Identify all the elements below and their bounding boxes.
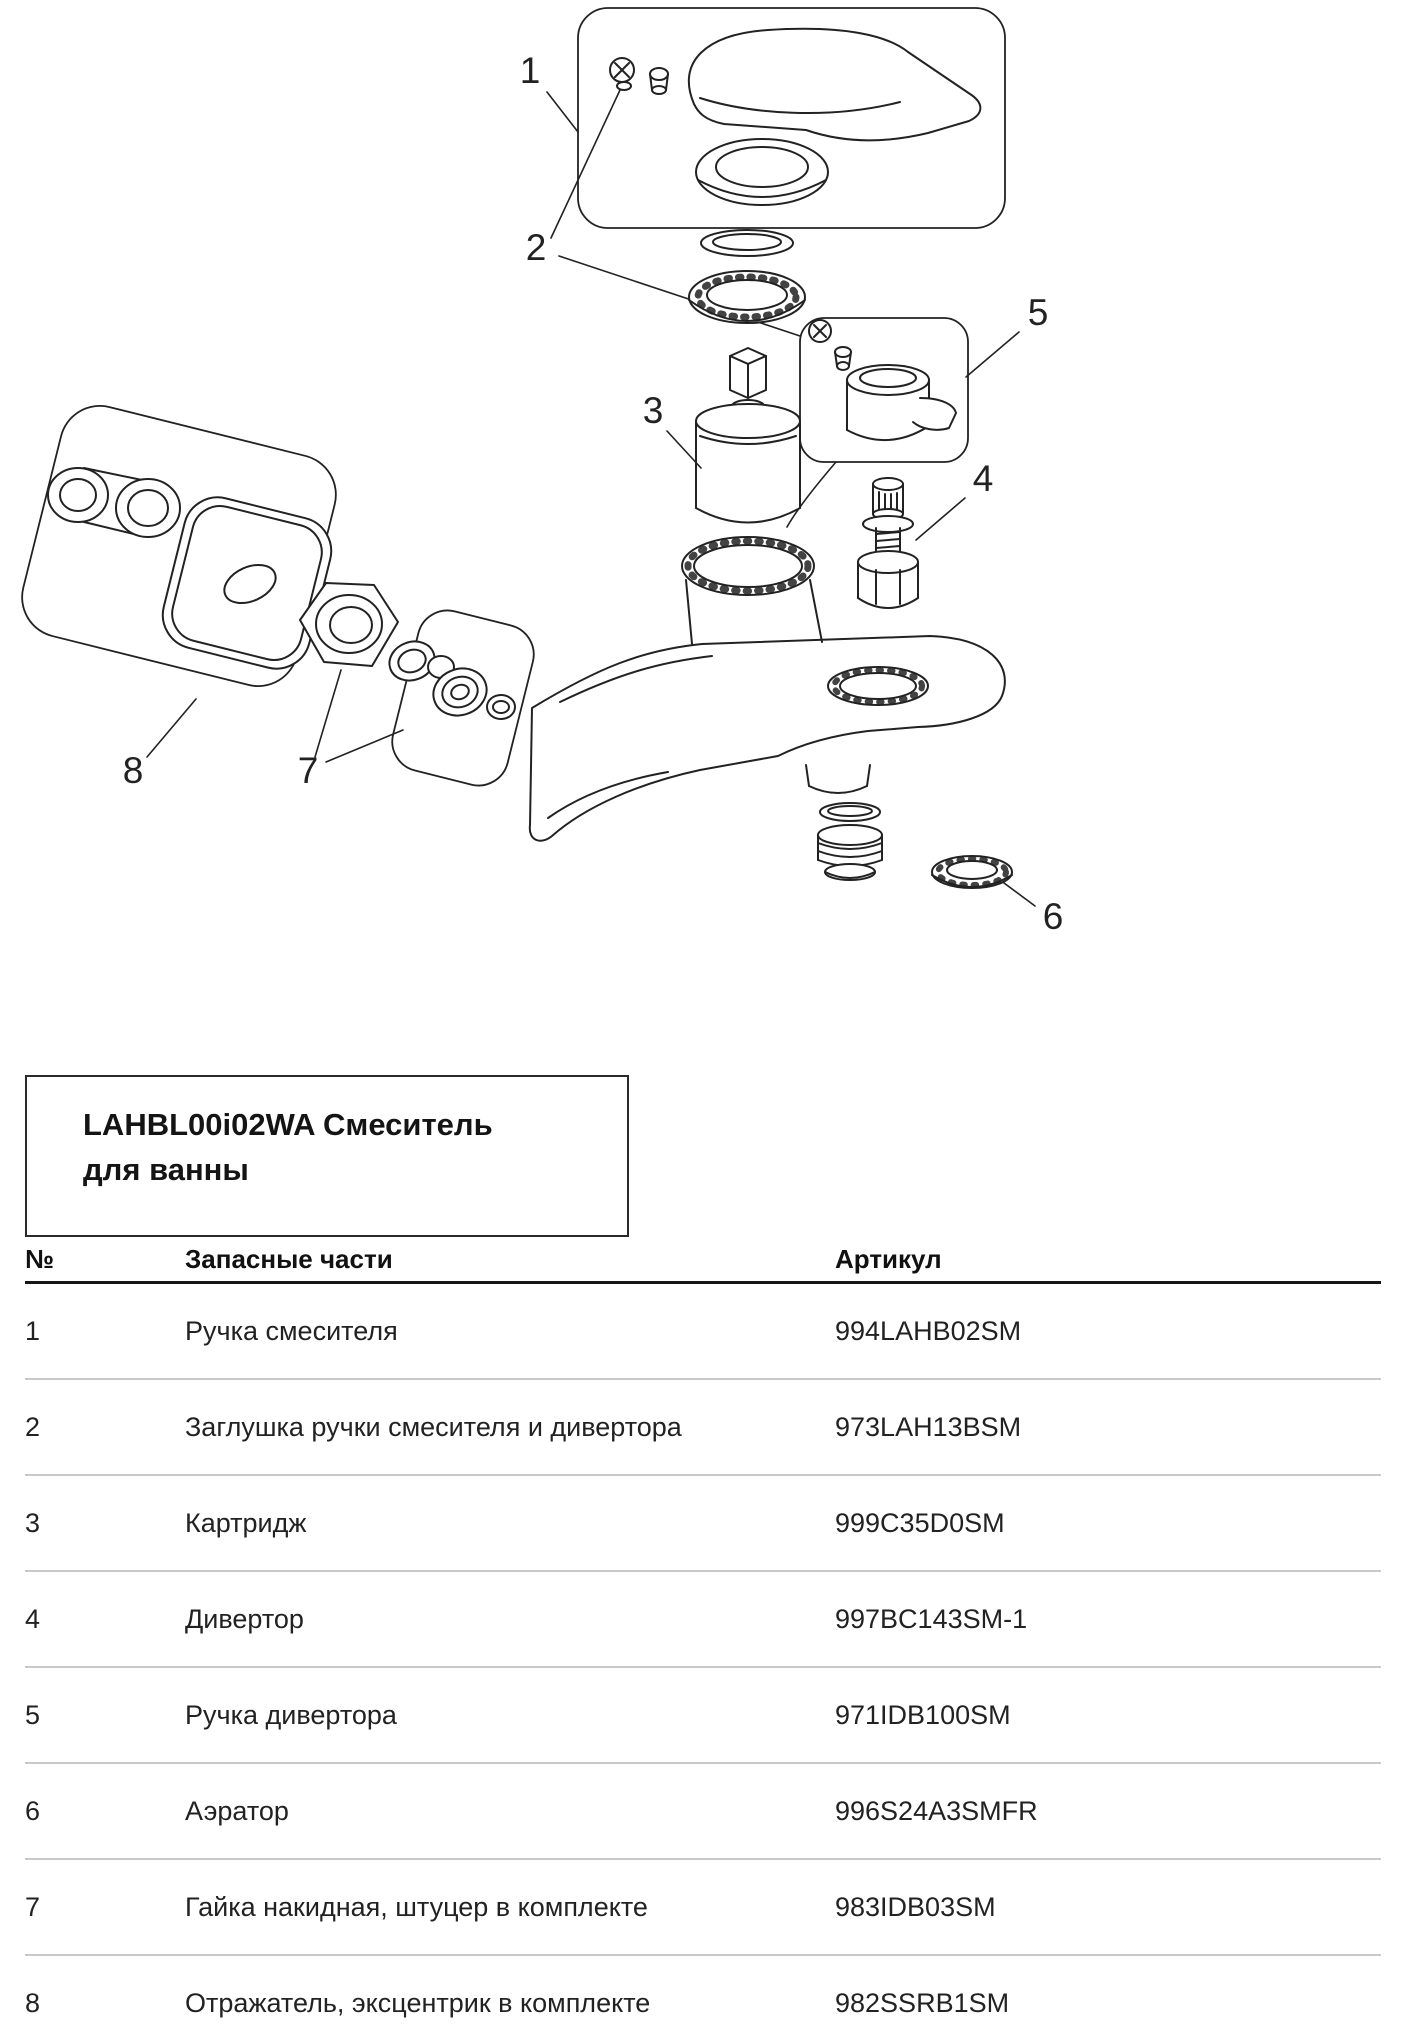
faucet-body xyxy=(528,536,1006,842)
col-header-article: Артикул xyxy=(835,1237,1381,1284)
cell-part: Аэратор xyxy=(185,1763,835,1860)
cell-num: 4 xyxy=(25,1571,185,1668)
cell-part: Гайка накидная, штуцер в комплекте xyxy=(185,1859,835,1956)
union-nut-icon xyxy=(299,582,399,667)
eccentric-icon xyxy=(47,467,181,538)
callout-5: 5 xyxy=(1028,292,1049,333)
cell-part: Ручка дивертора xyxy=(185,1667,835,1764)
table-row: 7 Гайка накидная, штуцер в комплекте 983… xyxy=(25,1859,1381,1956)
cell-num: 1 xyxy=(25,1282,185,1380)
group-box-diverter-handle xyxy=(799,317,969,463)
exploded-view-diagram: 1 2 3 4 5 6 7 8 xyxy=(21,7,1064,937)
group-box-fitting xyxy=(391,609,535,787)
handle-plug-icon xyxy=(649,67,669,95)
cell-article: 982SSRB1SM xyxy=(835,1955,1381,2037)
cell-num: 6 xyxy=(25,1763,185,1860)
mounting-nut-icon xyxy=(688,270,806,324)
cell-article: 994LAHB02SM xyxy=(835,1282,1381,1380)
callouts: 1 2 3 4 5 6 7 8 xyxy=(123,50,1064,937)
washer-icon xyxy=(388,640,436,682)
table-row: 4 Дивертор 997BC143SM-1 xyxy=(25,1571,1381,1668)
table-row: 6 Аэратор 996S24A3SMFR xyxy=(25,1763,1381,1860)
callout-4: 4 xyxy=(973,458,994,499)
parts-info-section: LAHBL00i02WA Смеситель для ванны № Запас… xyxy=(25,1075,1381,2037)
aerator-icon xyxy=(931,855,1013,889)
handle-dome-icon xyxy=(695,138,829,206)
outlet-o-ring-icon xyxy=(819,802,881,822)
handle-screw-icon xyxy=(609,57,635,91)
callout-1: 1 xyxy=(520,50,541,91)
diverter-plug-icon xyxy=(834,346,852,371)
callout-7: 7 xyxy=(298,750,319,791)
table-row: 8 Отражатель, эксцентрик в комплекте 982… xyxy=(25,1955,1381,2037)
cartridge-icon xyxy=(695,347,801,524)
cell-num: 2 xyxy=(25,1379,185,1476)
cell-part: Заглушка ручки смесителя и дивертора xyxy=(185,1379,835,1476)
hose-fitting-icon xyxy=(427,655,516,720)
leader-lines xyxy=(146,89,1036,907)
parts-table: № Запасные части Артикул 1 Ручка смесите… xyxy=(25,1237,1381,2037)
callout-6: 6 xyxy=(1043,896,1064,937)
col-header-num: № xyxy=(25,1237,185,1284)
cell-part: Отражатель, эксцентрик в комплекте xyxy=(185,1955,835,2037)
table-row: 5 Ручка дивертора 971IDB100SM xyxy=(25,1667,1381,1764)
table-header-row: № Запасные части Артикул xyxy=(25,1237,1381,1284)
escutcheon-icon xyxy=(161,496,333,670)
cell-num: 3 xyxy=(25,1475,185,1572)
cell-article: 983IDB03SM xyxy=(835,1859,1381,1956)
product-title-line-2: для ванны xyxy=(83,1151,249,1187)
table-row: 3 Картридж 999C35D0SM xyxy=(25,1475,1381,1572)
cell-part: Картридж xyxy=(185,1475,835,1572)
diverter-screw-icon xyxy=(808,319,832,343)
cell-part: Ручка смесителя xyxy=(185,1282,835,1380)
cell-article: 997BC143SM-1 xyxy=(835,1571,1381,1668)
diverter-icon xyxy=(857,477,919,609)
cell-num: 7 xyxy=(25,1859,185,1956)
shower-adapter-icon xyxy=(817,824,883,881)
cell-article: 999C35D0SM xyxy=(835,1475,1381,1572)
callout-2: 2 xyxy=(526,227,547,268)
cell-article: 973LAH13BSM xyxy=(835,1379,1381,1476)
table-row: 1 Ручка смесителя 994LAHB02SM xyxy=(25,1282,1381,1380)
cell-part: Дивертор xyxy=(185,1571,835,1668)
group-box-handle xyxy=(577,7,1006,229)
product-title-line-1: LAHBL00i02WA Смеситель xyxy=(83,1107,493,1142)
callout-3: 3 xyxy=(643,390,664,431)
product-title: LAHBL00i02WA Смеситель для ванны xyxy=(25,1075,629,1237)
diverter-handle-icon xyxy=(846,364,957,441)
cell-article: 996S24A3SMFR xyxy=(835,1763,1381,1860)
col-header-part: Запасные части xyxy=(185,1237,835,1284)
table-row: 2 Заглушка ручки смесителя и дивертора 9… xyxy=(25,1379,1381,1476)
cell-num: 5 xyxy=(25,1667,185,1764)
cell-num: 8 xyxy=(25,1955,185,2037)
handle-o-ring-icon xyxy=(700,229,794,257)
callout-8: 8 xyxy=(123,750,144,791)
cell-article: 971IDB100SM xyxy=(835,1667,1381,1764)
mixer-handle-icon xyxy=(688,27,982,142)
